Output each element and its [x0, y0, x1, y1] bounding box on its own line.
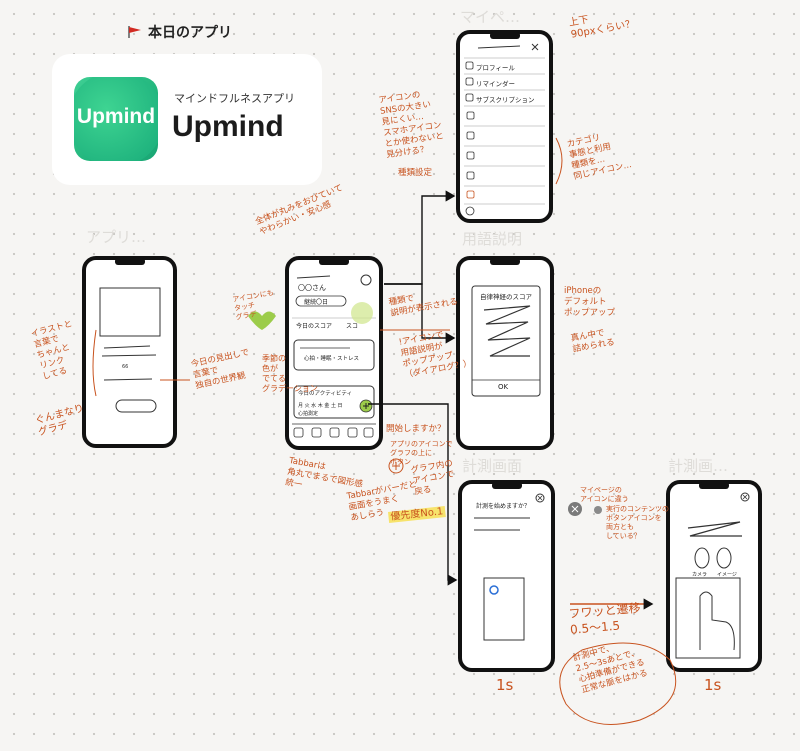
section-title: 本日のアプリ: [148, 25, 232, 41]
home-greeting: 〇〇さん: [298, 284, 326, 292]
home-categories: 心拍・睡眠・ストレス: [304, 356, 360, 362]
annotation-mypage-icon: マイページの アイコンに違う: [580, 486, 629, 503]
mypage-item-reminder[interactable]: リマインダー: [476, 80, 515, 88]
home-week-days: 月 火 水 木 金 土 日: [298, 403, 343, 409]
annotation-measure-icon: 実行のコンテンツの ボタンアイコンを 両方とも している？: [606, 505, 669, 540]
app-icon-text: Upmind: [76, 105, 156, 128]
mypage-item-subscription[interactable]: サブスクリプション: [476, 96, 535, 104]
annotation-fade: フワッと遷移 0.5〜1.5: [568, 600, 642, 637]
screen-title-app: アプリ…: [86, 228, 147, 246]
measure2-label-image: イメージ: [717, 572, 737, 578]
annotation-graph-link: アプリのアイコンで グラフの上に ボタン: [390, 440, 453, 466]
app-card[interactable]: Upmind マインドフルネスアプリ Upmind: [52, 54, 322, 185]
screen-title-measure1: 計測画面: [462, 457, 523, 475]
home-activity-label: 今日のアクティビティ: [298, 391, 353, 397]
svg-text:66: 66: [122, 364, 128, 370]
glossary-ok-button[interactable]: OK: [498, 383, 509, 391]
annotation-timing-1: 1s: [496, 676, 514, 694]
annotation-seasonal: 季節の 色が でてる グラデーション: [262, 354, 318, 393]
home-score-label: 今日のスコア: [296, 323, 333, 330]
phone-mypage: [456, 30, 553, 223]
phone-measure1: [458, 480, 555, 672]
section-heading: 本日のアプリ: [128, 22, 232, 42]
app-name: Upmind: [172, 110, 284, 143]
mypage-item-profile[interactable]: プロフィール: [476, 64, 515, 72]
screen-title-mypage: マイペ…: [460, 8, 521, 26]
screen-title-measure2: 計測画…: [668, 457, 729, 475]
annotation-iphone-default: iPhoneの デフォルト ポップアップ: [564, 286, 616, 318]
phone-glossary: [456, 256, 554, 450]
annotation-icon-sns: アイコンの SNSの大きい 見にくい… スマホアイコン とか使わないと 見分ける…: [378, 90, 445, 161]
glossary-title: 自律神経のスコア: [480, 293, 532, 301]
measure2-label-camera: カメラ: [692, 572, 708, 578]
phone-home: [285, 256, 383, 450]
home-badge: 継続〇日: [304, 299, 329, 306]
phone-measure2: [666, 480, 762, 672]
home-score-value: スコ: [346, 323, 359, 330]
app-category: マインドフルネスアプリ: [174, 92, 295, 105]
annotation-start-button: 開始しますか？: [386, 424, 446, 434]
annotation-pulldown: 種類設定: [398, 168, 433, 178]
phone-app: 66: [82, 256, 177, 448]
app-icon: Upmind: [74, 77, 158, 161]
annotation-timing-2: 1s: [704, 676, 722, 694]
home-measure-button[interactable]: 心拍測定: [298, 411, 319, 417]
measure1-prompt: 計測を始めますか？: [476, 503, 531, 510]
flag-icon: [128, 26, 141, 38]
screen-title-glossary: 用語説明: [462, 230, 523, 248]
